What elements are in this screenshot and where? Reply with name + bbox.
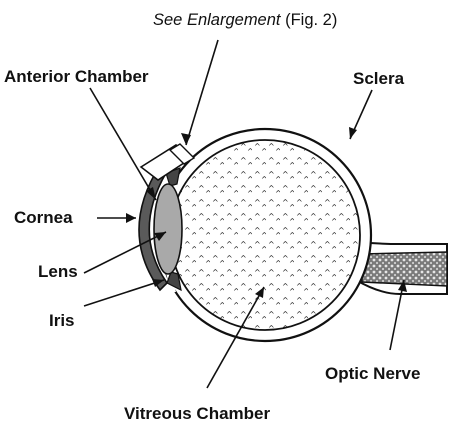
arrowhead-cornea	[126, 213, 136, 223]
enlargement-callout-italic: See Enlargement	[153, 11, 281, 29]
lens	[154, 184, 182, 274]
label-vitreous-chamber: Vitreous Chamber	[124, 405, 270, 422]
label-sclera: Sclera	[353, 70, 404, 87]
enlargement-callout: See Enlargement (Fig. 2)	[153, 12, 337, 29]
label-optic-nerve: Optic Nerve	[325, 365, 420, 382]
arrowhead-sclera	[349, 127, 357, 139]
label-cornea: Cornea	[14, 209, 73, 226]
vitreous-chamber	[170, 140, 360, 330]
leader-line-iris	[84, 280, 164, 306]
enlargement-callout-figure-ref: (Fig. 2)	[281, 11, 338, 29]
arrowhead-callout	[181, 133, 191, 145]
label-lens: Lens	[38, 263, 78, 280]
leader-line-callout	[186, 40, 218, 145]
leader-line-anterior-chamber	[90, 88, 156, 200]
label-anterior-chamber: Anterior Chamber	[4, 68, 149, 85]
label-iris: Iris	[49, 312, 75, 329]
